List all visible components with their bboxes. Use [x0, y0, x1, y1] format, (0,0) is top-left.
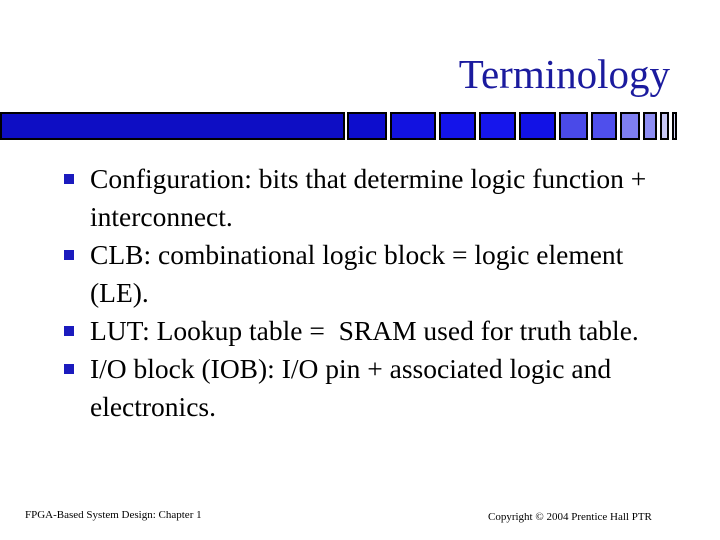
list-item-text: Configuration: bits that determine logic…	[90, 163, 654, 232]
deco-bar-segment-12	[672, 112, 677, 140]
list-item-text: LUT: Lookup table = SRAM used for truth …	[90, 315, 639, 346]
square-bullet-icon	[64, 326, 74, 336]
decorative-segmented-bar	[0, 112, 720, 140]
deco-bar-segment-2	[347, 112, 387, 140]
footer-right-text: Copyright © 2004 Prentice Hall PTR	[488, 511, 652, 523]
deco-bar-segment-8	[591, 112, 617, 140]
list-item: CLB: combinational logic block = logic e…	[62, 236, 687, 312]
bullet-list: Configuration: bits that determine logic…	[62, 160, 687, 426]
page-title: Terminology	[458, 51, 670, 97]
deco-bar-segment-10	[643, 112, 657, 140]
square-bullet-icon	[64, 174, 74, 184]
square-bullet-icon	[64, 250, 74, 260]
deco-bar-segment-9	[620, 112, 640, 140]
square-bullet-icon	[64, 364, 74, 374]
deco-bar-segment-5	[479, 112, 516, 140]
deco-bar-segment-6	[519, 112, 556, 140]
list-item-text: CLB: combinational logic block = logic e…	[90, 239, 631, 308]
footer-left-text: FPGA-Based System Design: Chapter 1	[25, 509, 202, 521]
deco-bar-segment-4	[439, 112, 476, 140]
list-item: I/O block (IOB): I/O pin + associated lo…	[62, 350, 687, 426]
list-item-text: I/O block (IOB): I/O pin + associated lo…	[90, 353, 618, 422]
list-item: LUT: Lookup table = SRAM used for truth …	[62, 312, 687, 350]
deco-bar-segment-7	[559, 112, 588, 140]
deco-bar-segment-1	[0, 112, 345, 140]
deco-bar-segment-3	[390, 112, 436, 140]
list-item: Configuration: bits that determine logic…	[62, 160, 687, 236]
deco-bar-segment-11	[660, 112, 669, 140]
